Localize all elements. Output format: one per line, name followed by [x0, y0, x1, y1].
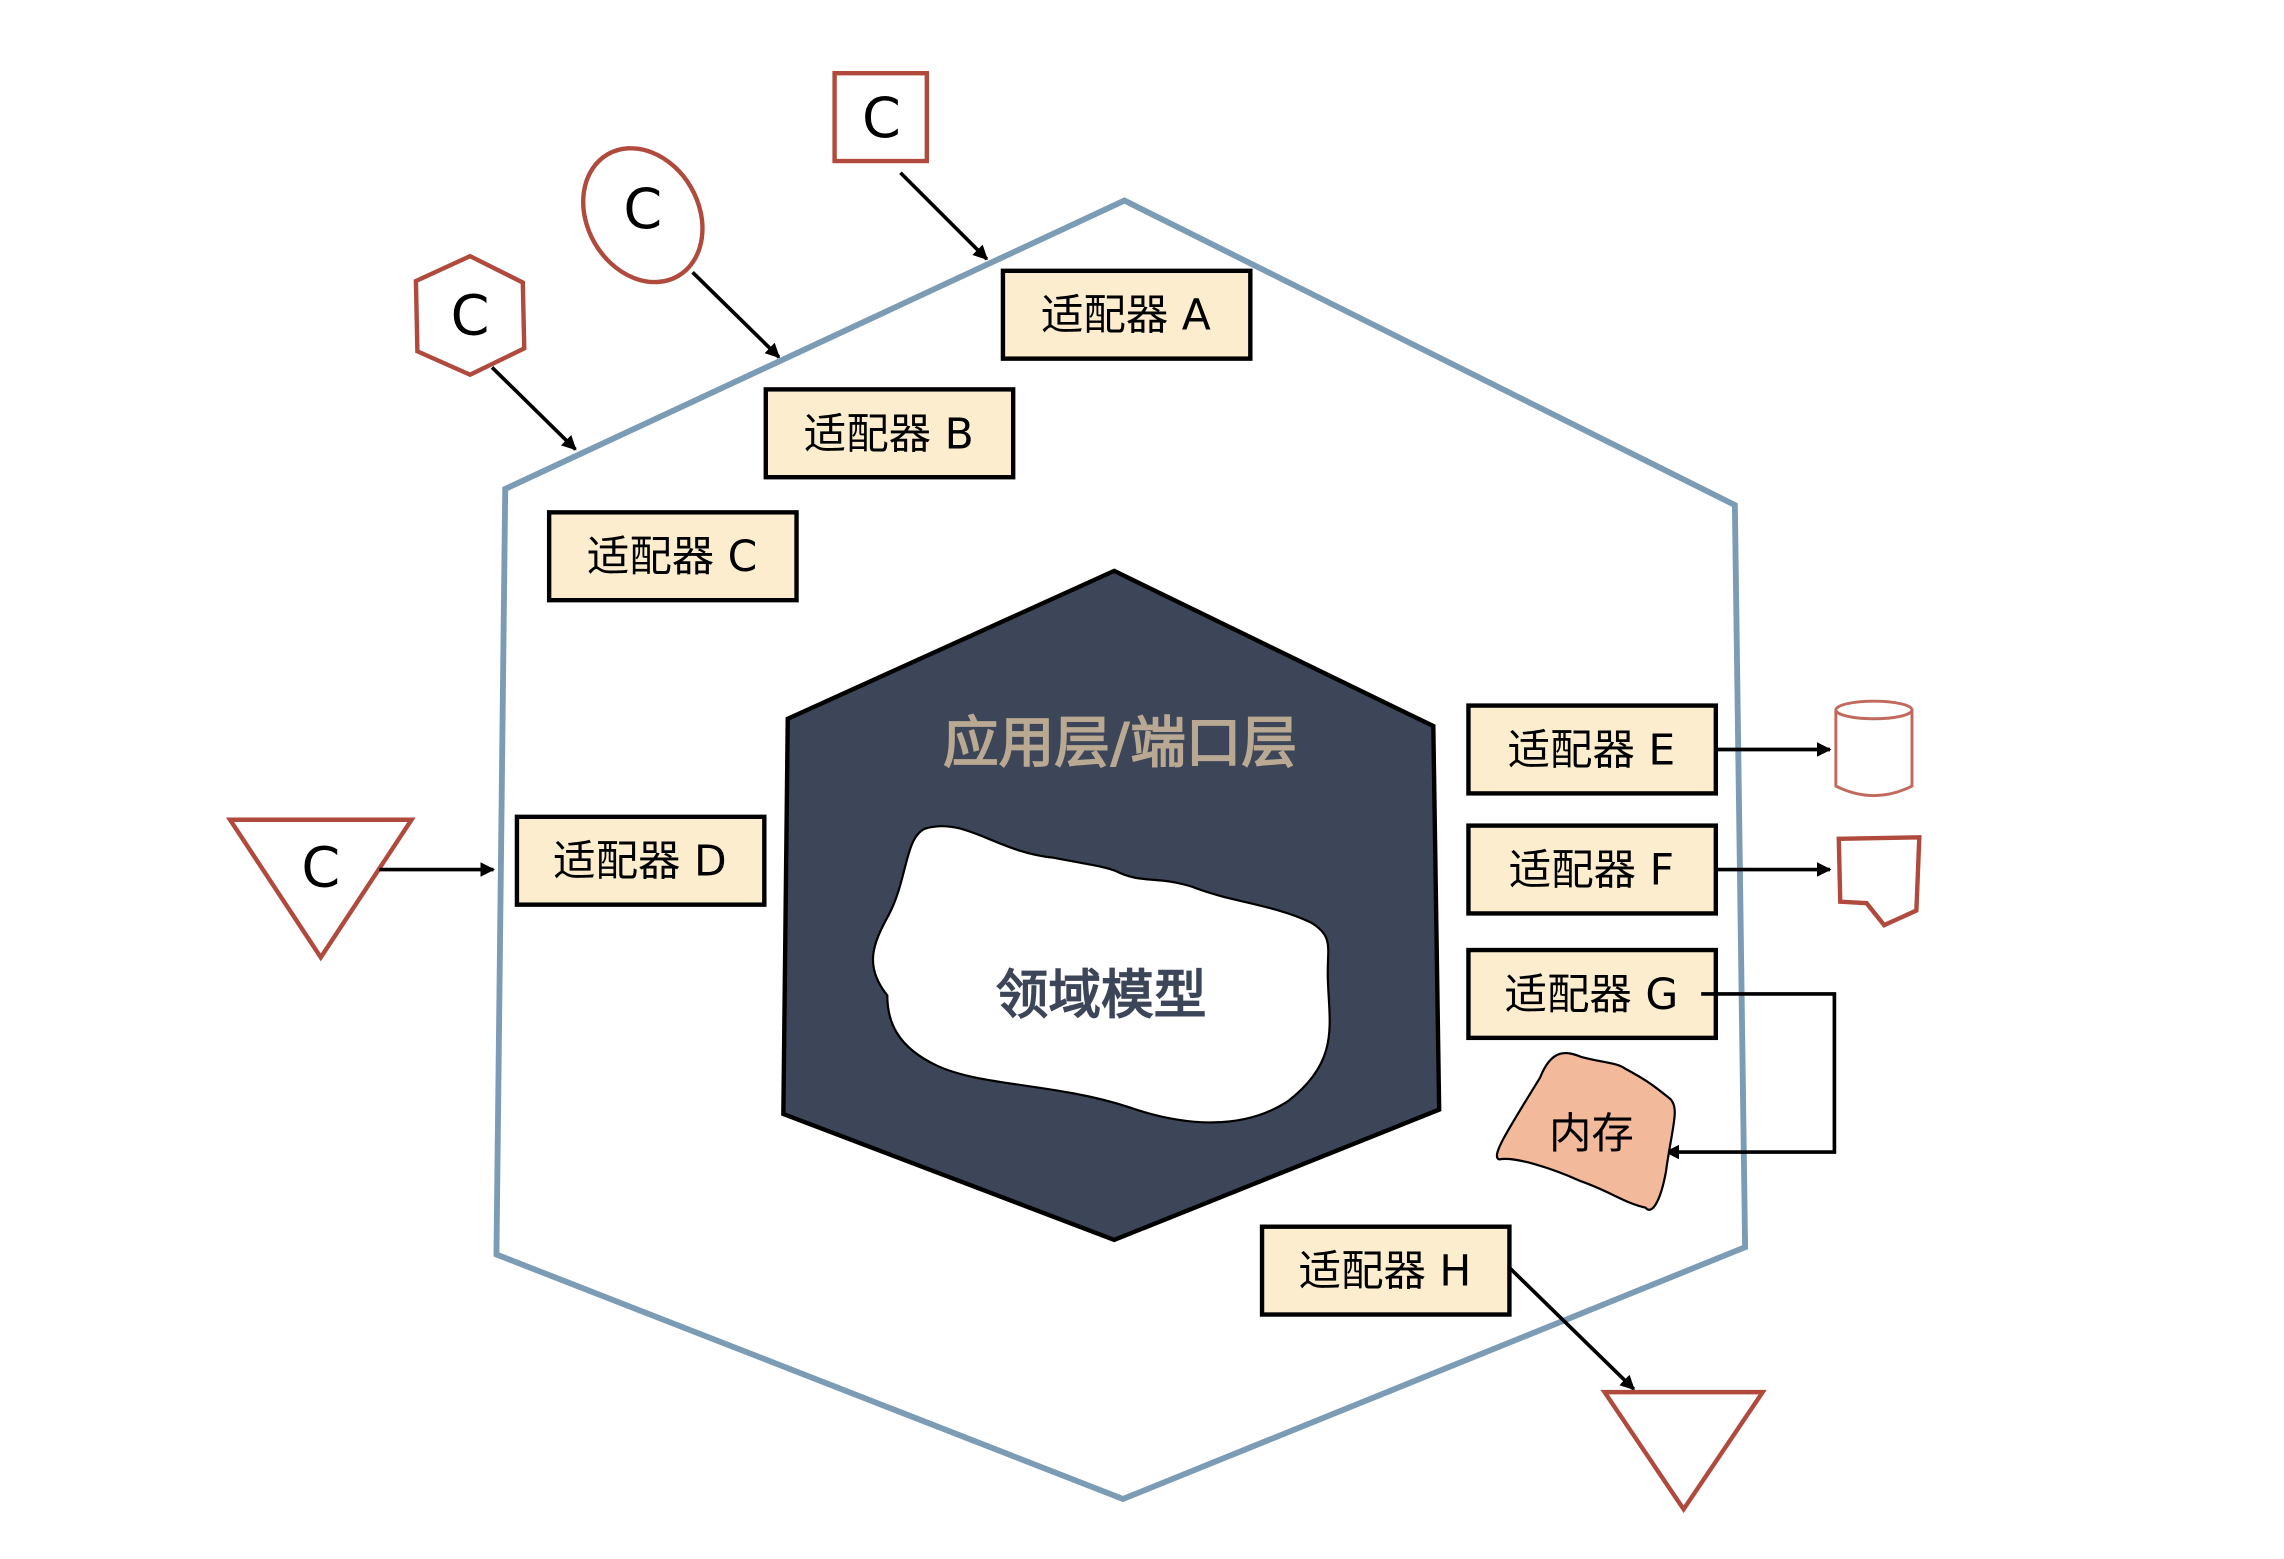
- adapter-d-label: 适配器 D: [553, 838, 726, 887]
- adapter-g: 适配器 G: [1466, 947, 1719, 1041]
- adapter-f: 适配器 F: [1466, 823, 1719, 916]
- adapter-c: 适配器 C: [546, 510, 799, 603]
- adapter-h-label: 适配器 H: [1299, 1248, 1472, 1297]
- arrow-client-to-adapter-b: [691, 270, 781, 359]
- client-triangle: C: [225, 817, 416, 962]
- arrow-client-to-adapter-c: [490, 366, 577, 451]
- adapter-f-label: 适配器 F: [1509, 846, 1674, 895]
- client-square: C: [832, 70, 930, 164]
- adapter-e-label: 适配器 E: [1508, 726, 1676, 775]
- adapter-a: 适配器 A: [1000, 268, 1253, 361]
- arrow-adapter-h-to-triangle: [1508, 1266, 1636, 1391]
- memory-shape: 内存: [1495, 1051, 1676, 1211]
- adapter-c-label: 适配器 C: [587, 533, 757, 582]
- outer-hexagon: [493, 197, 1749, 1503]
- client-ellipse: C: [581, 146, 705, 285]
- adapter-b: 适配器 B: [763, 387, 1016, 480]
- memory-label: 内存: [1549, 1110, 1634, 1159]
- database-icon: [1834, 699, 1914, 798]
- arrow-adapter-g-to-memory: [1664, 992, 1837, 1160]
- arrow-client-to-adapter-a: [899, 171, 989, 261]
- client-square-label: C: [862, 86, 901, 151]
- adapter-b-label: 适配器 B: [804, 410, 974, 459]
- adapter-h: 适配器 H: [1259, 1224, 1512, 1317]
- inner-hexagon-title: 应用层/端口层: [943, 711, 1297, 776]
- client-triangle-label: C: [301, 836, 340, 901]
- adapter-a-label: 适配器 A: [1041, 292, 1211, 341]
- domain-model-label: 领域模型: [996, 965, 1207, 1026]
- client-ellipse-label: C: [623, 177, 662, 242]
- adapter-d: 适配器 D: [514, 814, 767, 907]
- domain-model-blob: [871, 825, 1331, 1124]
- adapter-g-label: 适配器 G: [1505, 971, 1679, 1020]
- client-hexagon: C: [413, 253, 527, 378]
- external-triangle: [1600, 1389, 1767, 1514]
- adapter-e: 适配器 E: [1466, 703, 1719, 796]
- client-hexagon-label: C: [451, 284, 490, 349]
- document-icon: [1836, 835, 1922, 928]
